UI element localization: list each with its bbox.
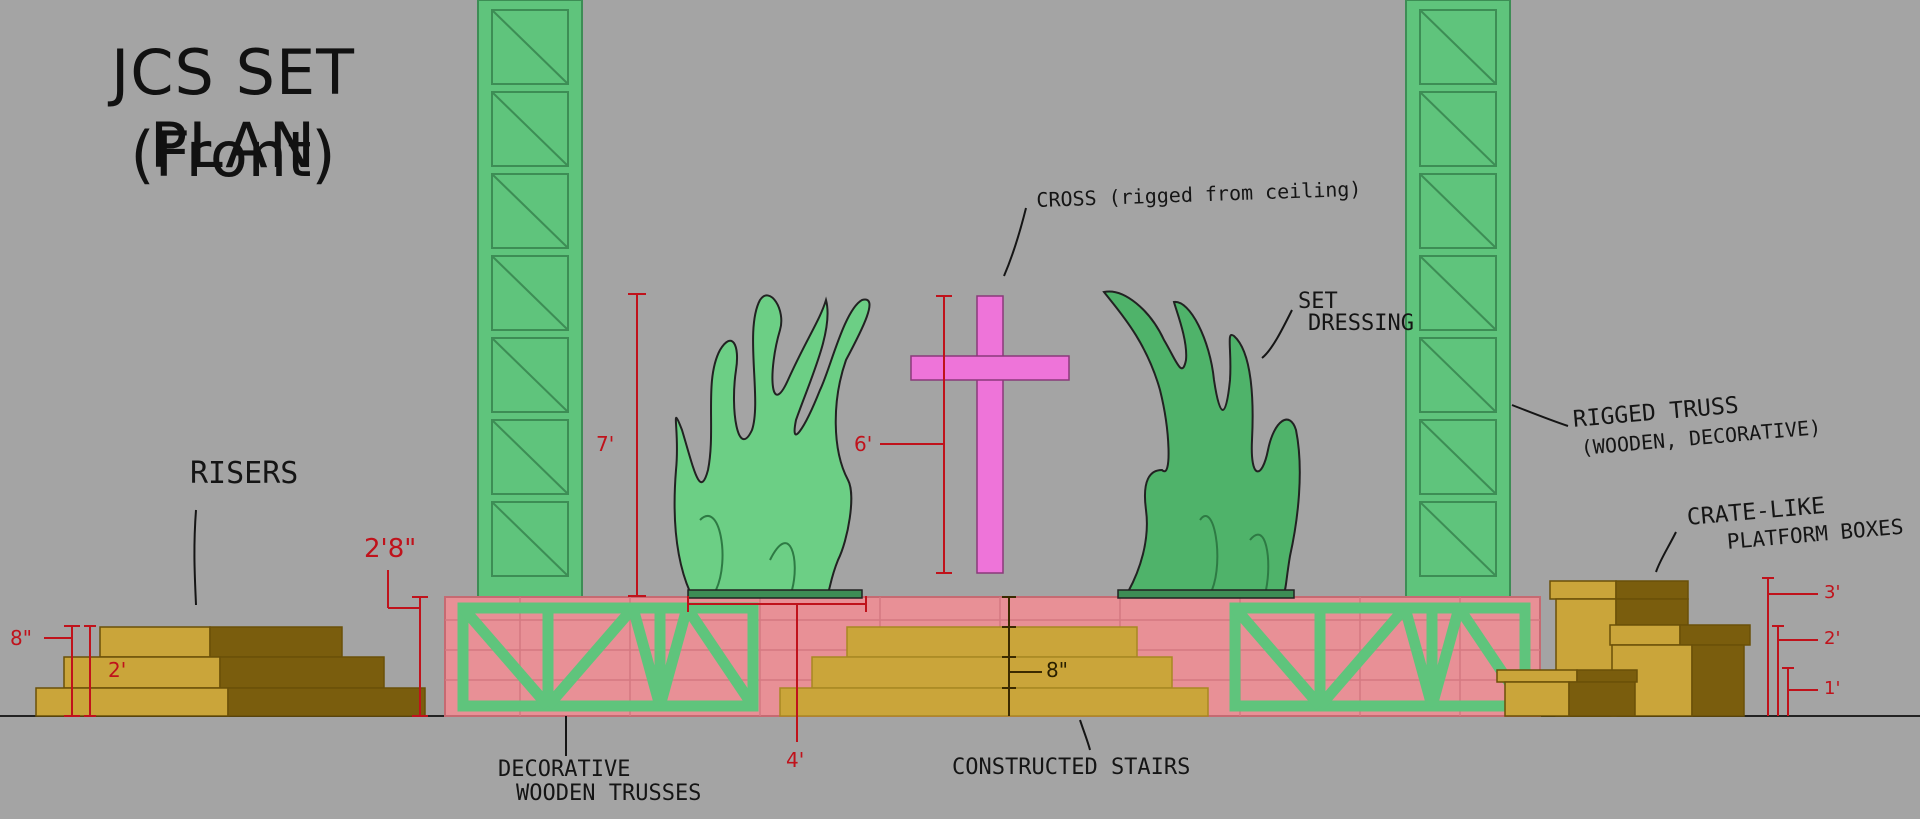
truss-diagonal bbox=[491, 419, 569, 495]
crate-boxes bbox=[1496, 580, 1751, 717]
truss-diagonal bbox=[491, 173, 569, 249]
dim-crate-3: 3' bbox=[1824, 582, 1841, 603]
label-set-dressing-1: SET bbox=[1298, 289, 1338, 314]
truss-cell bbox=[491, 91, 569, 167]
rigged-truss-left bbox=[477, 0, 583, 599]
label-set-dressing-2: DRESSING bbox=[1308, 311, 1414, 336]
truss-diagonal bbox=[491, 255, 569, 331]
truss-cell bbox=[491, 419, 569, 495]
cross bbox=[910, 295, 1070, 574]
dim-stage-opening: 4' bbox=[786, 748, 805, 772]
constructed-stairs bbox=[779, 626, 1209, 717]
truss-cell bbox=[491, 337, 569, 413]
page-title: JCS SET PLAN bbox=[110, 36, 356, 182]
dim-crate-2: 2' bbox=[1824, 628, 1841, 649]
truss-cell bbox=[1419, 9, 1497, 85]
page-subtitle: (Front) bbox=[130, 118, 336, 191]
dim-riser-height: 8" bbox=[10, 626, 32, 650]
truss-cell bbox=[1419, 419, 1497, 495]
truss-diagonal bbox=[491, 501, 569, 577]
truss-diagonal bbox=[1419, 419, 1497, 495]
dimension-lines bbox=[44, 293, 1818, 742]
set-dressing-right bbox=[1102, 290, 1301, 599]
truss-right-cells bbox=[1419, 9, 1497, 577]
label-decorative-2: WOODEN TRUSSES bbox=[516, 781, 702, 806]
dim-stairs-step: 8" bbox=[1046, 658, 1068, 682]
stairs-dimension bbox=[1002, 596, 1042, 716]
truss-diagonal bbox=[1419, 255, 1497, 331]
truss-cell bbox=[1419, 337, 1497, 413]
risers bbox=[35, 626, 426, 717]
decorative-truss-left bbox=[457, 602, 759, 712]
set-dressing-left bbox=[673, 294, 871, 599]
truss-diagonal bbox=[1419, 91, 1497, 167]
label-constructed-stairs: CONSTRUCTED STAIRS bbox=[952, 755, 1191, 780]
truss-cell bbox=[491, 255, 569, 331]
truss-cell bbox=[1419, 255, 1497, 331]
truss-cell bbox=[1419, 91, 1497, 167]
truss-diagonal bbox=[1419, 173, 1497, 249]
truss-cell bbox=[491, 173, 569, 249]
truss-cell bbox=[491, 9, 569, 85]
truss-left-cells bbox=[491, 9, 569, 577]
label-risers: RISERS bbox=[190, 456, 299, 491]
dim-crate-1: 1' bbox=[1824, 678, 1841, 699]
truss-diagonal bbox=[491, 9, 569, 85]
rigged-truss-right bbox=[1405, 0, 1511, 599]
leader-lines bbox=[193, 207, 1677, 756]
truss-cell bbox=[1419, 173, 1497, 249]
truss-diagonal bbox=[1419, 337, 1497, 413]
dim-riser-total: 2' bbox=[108, 658, 127, 682]
dim-cross-height: 6' bbox=[854, 432, 873, 456]
truss-cell bbox=[1419, 501, 1497, 577]
truss-cell bbox=[491, 501, 569, 577]
dim-stage-height: 2'8" bbox=[364, 534, 417, 564]
truss-diagonal bbox=[491, 337, 569, 413]
truss-diagonal bbox=[491, 91, 569, 167]
label-decorative-1: DECORATIVE bbox=[498, 757, 631, 782]
dim-set-dressing-height: 7' bbox=[596, 432, 615, 456]
truss-diagonal bbox=[1419, 501, 1497, 577]
truss-diagonal bbox=[1419, 9, 1497, 85]
